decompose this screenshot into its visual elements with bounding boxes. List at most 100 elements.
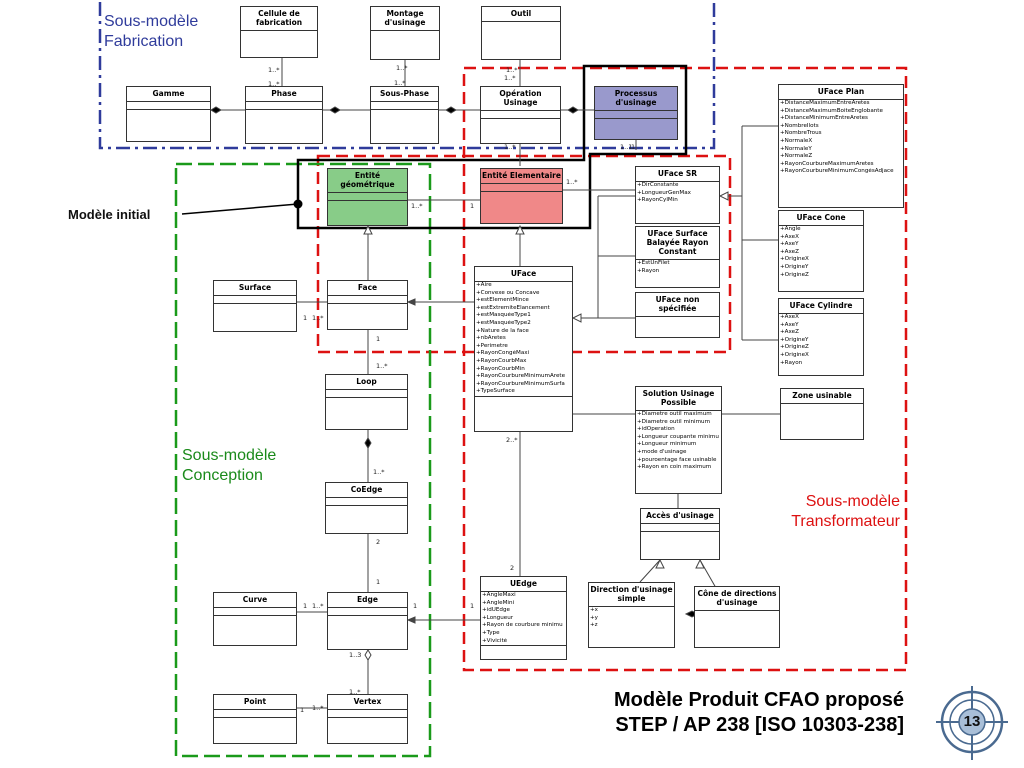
class-name: UFace (475, 267, 572, 282)
empty-section (371, 110, 438, 117)
attribute: +Diametre outil maximum (637, 411, 712, 417)
mult-uedge-left: 1 (470, 602, 475, 610)
attribute: +AngleMini (482, 599, 515, 606)
class-uedge: UEdge+AngleMaxi+AngleMini+idUEdge+Longue… (480, 576, 567, 660)
attribute: +LongueurGenMax (637, 189, 691, 196)
attribute: +NombreIlots (780, 122, 819, 129)
attribute: +NombreTrous (780, 130, 822, 137)
empty-section (371, 31, 439, 38)
class-processus: Processus d'usinage (594, 86, 678, 140)
attribute: +Longueur minimum (637, 441, 697, 448)
attribute-section: +DirConstante+LongueurGenMax+RayonCylMin (636, 182, 719, 205)
class-ufacecyl: UFace Cylindre+AxeX+AxeY+AxeZ+OrigineY+O… (778, 298, 864, 376)
attribute: +EstUnFilet (637, 260, 670, 266)
mult-montage: 1..* (396, 64, 408, 72)
attribute: +Aire (476, 282, 492, 288)
class-name: UFace Cylindre (779, 299, 863, 314)
attribute: +OrigineY (780, 263, 809, 270)
attribute: +estMasquéeType2 (476, 319, 531, 326)
attribute: +Type (482, 629, 500, 636)
arrow-uedge-edge (406, 616, 416, 624)
empty-section (636, 317, 719, 324)
attribute-section: +AxeX+AxeY+AxeZ+OrigineY+OrigineZ+Origin… (779, 314, 863, 367)
gen-arrow-acces-left (655, 558, 665, 569)
mult-face-left: 1..* (312, 314, 324, 322)
attribute: +AxeY (780, 241, 799, 248)
gen-direction-acces (639, 559, 661, 583)
empty-section (214, 718, 296, 725)
class-conedir: Cône de directions d'usinage (694, 586, 780, 648)
class-name: Processus d'usinage (595, 87, 677, 111)
attribute: +RayonCourbureMinimumArete (476, 373, 566, 380)
crosshair-emblem-icon (936, 686, 1008, 760)
gen-arrow-acces-right (695, 558, 705, 569)
class-name: Cellule de fabrication (241, 7, 317, 31)
class-cellule: Cellule de fabrication (240, 6, 318, 58)
gen-arrow-entgeo (363, 224, 373, 235)
slide-title: Modèle Produit CFAO proposé STEP / AP 23… (613, 689, 904, 736)
class-name: Opération Usinage (481, 87, 560, 111)
empty-section (328, 296, 407, 304)
attribute: +OrigineZ (780, 271, 809, 278)
attribute: +RayonCourbMax (476, 357, 527, 364)
arrow-uface-face (406, 298, 416, 306)
fabrication-label: Sous-modèle Fabrication (104, 13, 199, 50)
mult-processus-side: 1 (631, 143, 636, 151)
mult-face-bottom: 1 (376, 335, 381, 343)
attribute: +Rayon (780, 359, 803, 366)
attribute: +RayonCourbureMinimumCongésAdjace (780, 168, 894, 175)
conception-frame (174, 162, 432, 758)
empty-section (481, 646, 566, 653)
class-face: Face (327, 280, 408, 330)
mult-point: 1 (300, 706, 305, 714)
attribute: +Rayon (637, 267, 660, 274)
attribute: +x (590, 607, 598, 613)
mult-surface: 1 (303, 314, 308, 322)
gen-arrow-entelem (515, 224, 525, 235)
diamond-loop (364, 437, 372, 449)
empty-section (326, 398, 407, 405)
class-point: Point (213, 694, 297, 744)
mult-coedge-bottom: 2 (376, 538, 381, 546)
class-name: Zone usinable (781, 389, 863, 404)
mult-coedge-top: 1..* (373, 468, 385, 476)
class-name: UFace Plan (779, 85, 903, 100)
diamond-sousphase (445, 106, 457, 114)
empty-section (481, 184, 562, 192)
class-name: Entité Elementaire (481, 169, 562, 184)
empty-section (328, 608, 407, 616)
attribute: +DirConstante (637, 182, 679, 188)
transformateur-label: Sous-modèle Transformateur (791, 493, 900, 530)
empty-section (781, 404, 863, 411)
class-name: UFace non spécifiée (636, 293, 719, 317)
mult-cellule: 1..* (268, 66, 280, 74)
attribute: +OrigineX (780, 256, 809, 263)
class-surface: Surface (213, 280, 297, 332)
class-name: Entité géométrique (328, 169, 407, 193)
attribute: +RayonCylMin (637, 197, 678, 204)
empty-section (328, 718, 407, 725)
empty-section (326, 506, 407, 513)
class-name: Phase (246, 87, 322, 102)
mult-entelem-right: 1..* (566, 178, 578, 186)
class-edge: Edge (327, 592, 408, 650)
mult-edge-top: 1 (376, 578, 381, 586)
class-operation: Opération Usinage (480, 86, 561, 144)
empty-section (595, 111, 677, 119)
class-name: Direction d'usinage simple (589, 583, 674, 607)
attribute: +Longueur (482, 614, 514, 621)
attribute: +Angle (780, 226, 801, 232)
attribute: +OrigineY (780, 336, 809, 343)
modele-initial-label: Modèle initial (68, 207, 151, 222)
attribute: +Vivicité (482, 637, 508, 644)
class-ufacecone: UFace Cone+Angle+AxeX+AxeY+AxeZ+OrigineX… (778, 210, 864, 292)
class-name: Point (214, 695, 296, 710)
mult-outil: 1..* (506, 66, 518, 74)
class-direction: Direction d'usinage simple+x+y+z (588, 582, 675, 648)
class-acces: Accès d'usinage (640, 508, 720, 560)
attribute: +AxeY (780, 321, 799, 328)
page-number: 13 (963, 713, 981, 730)
class-ufacens: UFace non spécifiée (635, 292, 720, 338)
empty-section (241, 31, 317, 38)
attribute-section: +Diametre outil maximum+Diametre outil m… (636, 411, 721, 472)
